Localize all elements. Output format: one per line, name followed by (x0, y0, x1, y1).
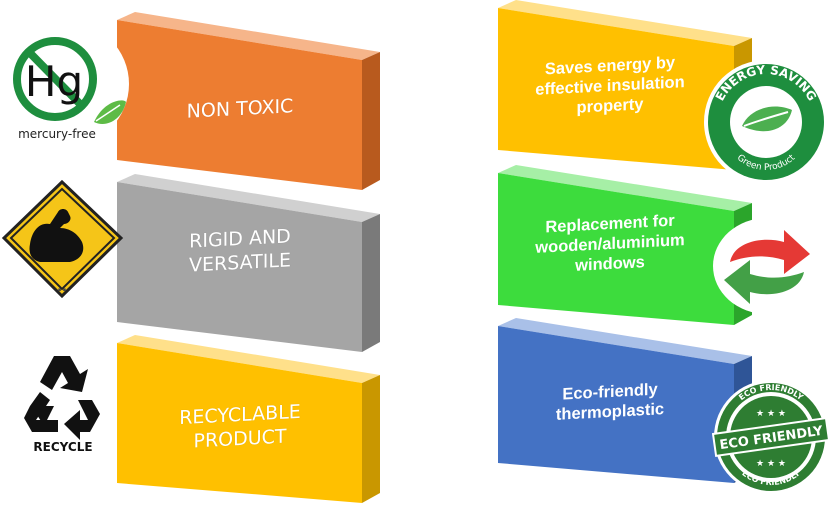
recycle-icon: RECYCLE (18, 348, 108, 458)
mercury-free-text: mercury-free (18, 127, 96, 141)
svg-text:▪ ▪: ▪ ▪ (58, 287, 66, 293)
mercury-free-icon: Hg mercury-free (2, 22, 132, 147)
feature-card-rigid-versatile: RIGID AND VERSATILE (100, 172, 380, 352)
card-label: RIGID AND VERSATILE (189, 225, 291, 277)
svg-text:★ ★ ★: ★ ★ ★ (756, 409, 786, 419)
card-label: Saves energy by effective insulation pro… (535, 53, 685, 117)
card-label: RECYCLABLE PRODUCT (179, 401, 301, 453)
card-shape (117, 335, 380, 503)
feature-card-non-toxic: NON TOXIC (100, 10, 380, 190)
energy-saving-icon: ENERGY SAVING Green Product (702, 58, 830, 186)
feature-card-recyclable: RECYCLABLE PRODUCT (100, 333, 380, 505)
recycle-text: RECYCLE (33, 440, 92, 454)
card-shape (117, 12, 380, 190)
replace-arrows-icon (712, 216, 822, 316)
card-shape (117, 174, 380, 352)
card-label: Replacement for wooden/aluminium windows (535, 211, 685, 275)
strength-sign-icon: ▪ ▪ (0, 178, 125, 303)
eco-friendly-stamp-icon: ECO FRIENDLY ECO FRIENDLY ECO FRIENDLY ★… (711, 378, 831, 496)
svg-text:★ ★ ★: ★ ★ ★ (756, 459, 786, 469)
card-label: NON TOXIC (186, 95, 294, 123)
hg-symbol: Hg (25, 57, 83, 106)
card-label: Eco-friendly thermoplastic (555, 380, 665, 424)
